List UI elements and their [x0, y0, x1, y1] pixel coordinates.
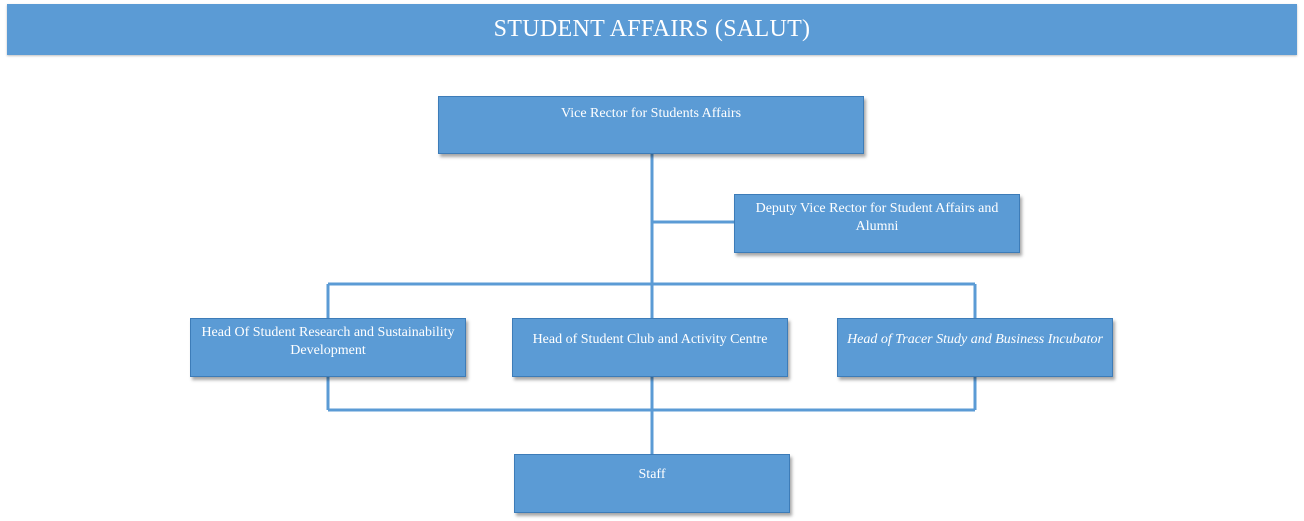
vice-rector-box: Vice Rector for Students Affairs — [438, 96, 864, 154]
head-student-club-box: Head of Student Club and Activity Centre — [512, 318, 788, 377]
head-tracer-study-label: Head of Tracer Study and Business Incuba… — [847, 332, 1103, 347]
head-student-club-label: Head of Student Club and Activity Centre — [532, 332, 768, 347]
deputy-vice-rector-box: Deputy Vice Rector for Student Affairs a… — [734, 194, 1020, 253]
title-banner: STUDENT AFFAIRS (SALUT) — [7, 4, 1297, 55]
deputy-vice-rector-label: Deputy Vice Rector for Student Affairs a… — [755, 201, 999, 234]
staff-label: Staff — [638, 467, 666, 482]
head-student-research-box: Head Of Student Research and Sustainabil… — [190, 318, 466, 377]
head-student-research-label: Head Of Student Research and Sustainabil… — [201, 325, 455, 358]
head-tracer-study-box: Head of Tracer Study and Business Incuba… — [837, 318, 1113, 377]
staff-box: Staff — [514, 454, 790, 513]
vice-rector-label: Vice Rector for Students Affairs — [560, 106, 742, 121]
page-title: STUDENT AFFAIRS (SALUT) — [493, 16, 811, 42]
